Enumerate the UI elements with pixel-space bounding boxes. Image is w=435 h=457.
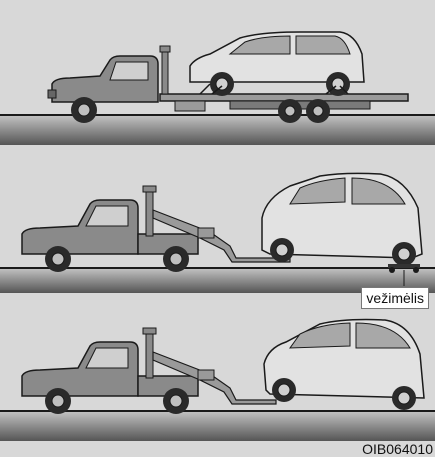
car-wheel [392,386,416,410]
truck-wheel [278,99,302,123]
truck-wheel [163,388,189,414]
wheel-lift-tow-truck-icon [0,306,435,441]
figure-code: OIB064010 [360,441,435,457]
truck-wheel [71,97,97,123]
ground [0,411,435,441]
flatbed-deck [160,94,408,101]
truck-wheel [45,246,71,272]
car-wheel [270,238,294,262]
scene-wheel-lift [0,306,435,441]
scene-wheel-lift-dolly [0,158,435,293]
wheel-lift-tow-truck-icon [0,158,435,293]
scene-flatbed [0,10,435,145]
truck-wheel [163,246,189,272]
truck-wheel [306,99,330,123]
car-wheel [272,378,296,402]
flatbed-tow-truck-icon [0,10,435,145]
truck-wheel [45,388,71,414]
car-wheel [392,242,416,266]
ground [0,115,435,145]
